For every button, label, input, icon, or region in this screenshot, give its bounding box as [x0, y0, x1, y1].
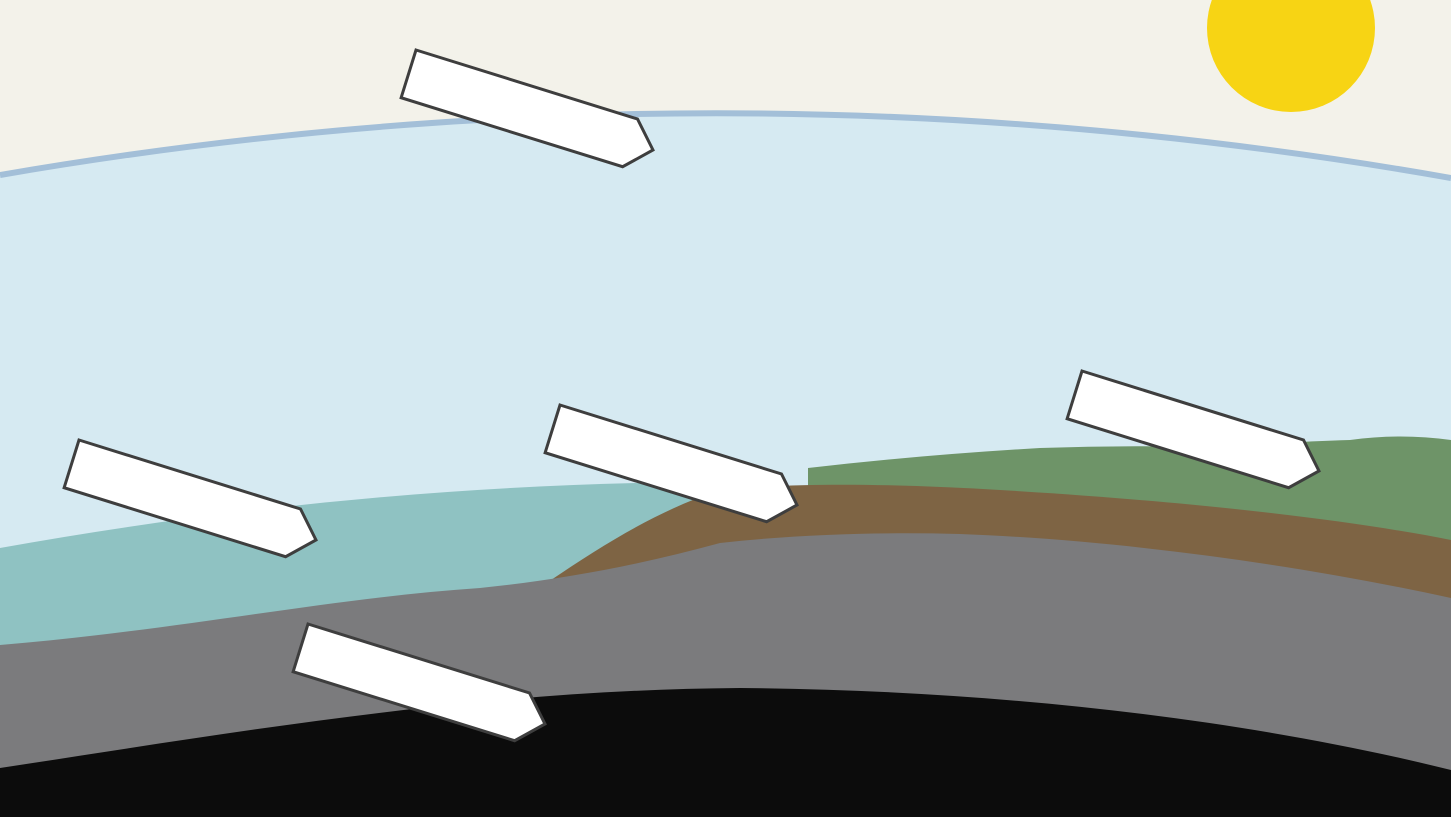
earth-layers-diagram [0, 0, 1451, 817]
diagram-canvas [0, 0, 1451, 817]
